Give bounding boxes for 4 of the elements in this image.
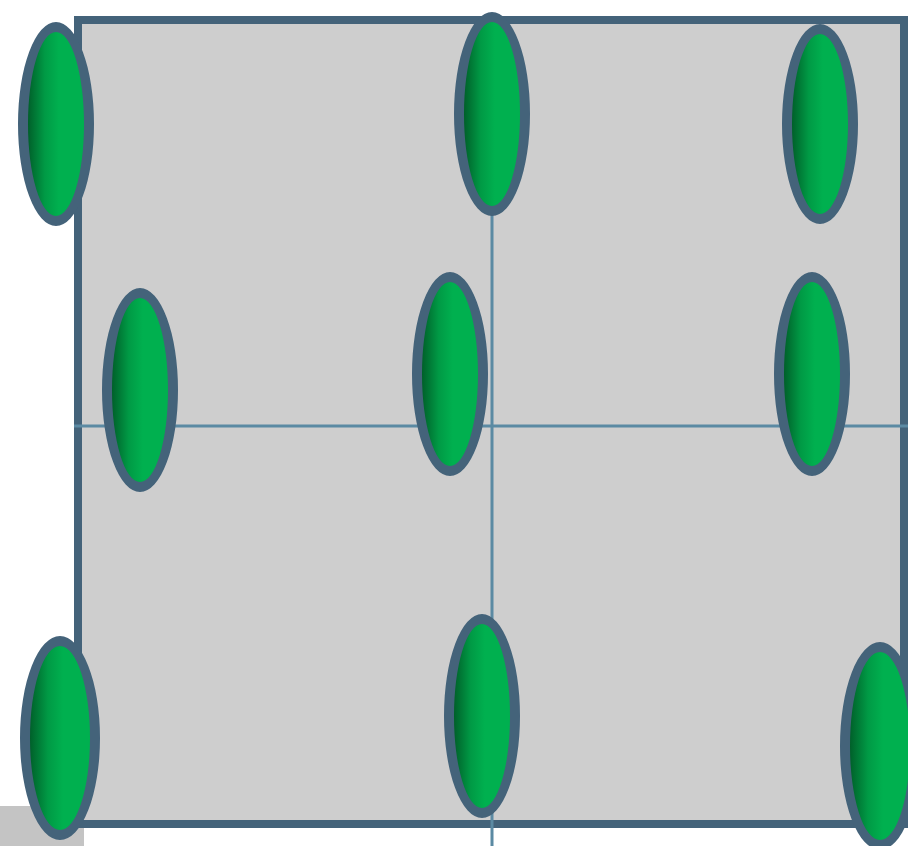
oval-shape [18,22,94,226]
oval-shape [454,12,530,216]
oval-shape [782,24,858,224]
oval-shape [444,614,520,818]
